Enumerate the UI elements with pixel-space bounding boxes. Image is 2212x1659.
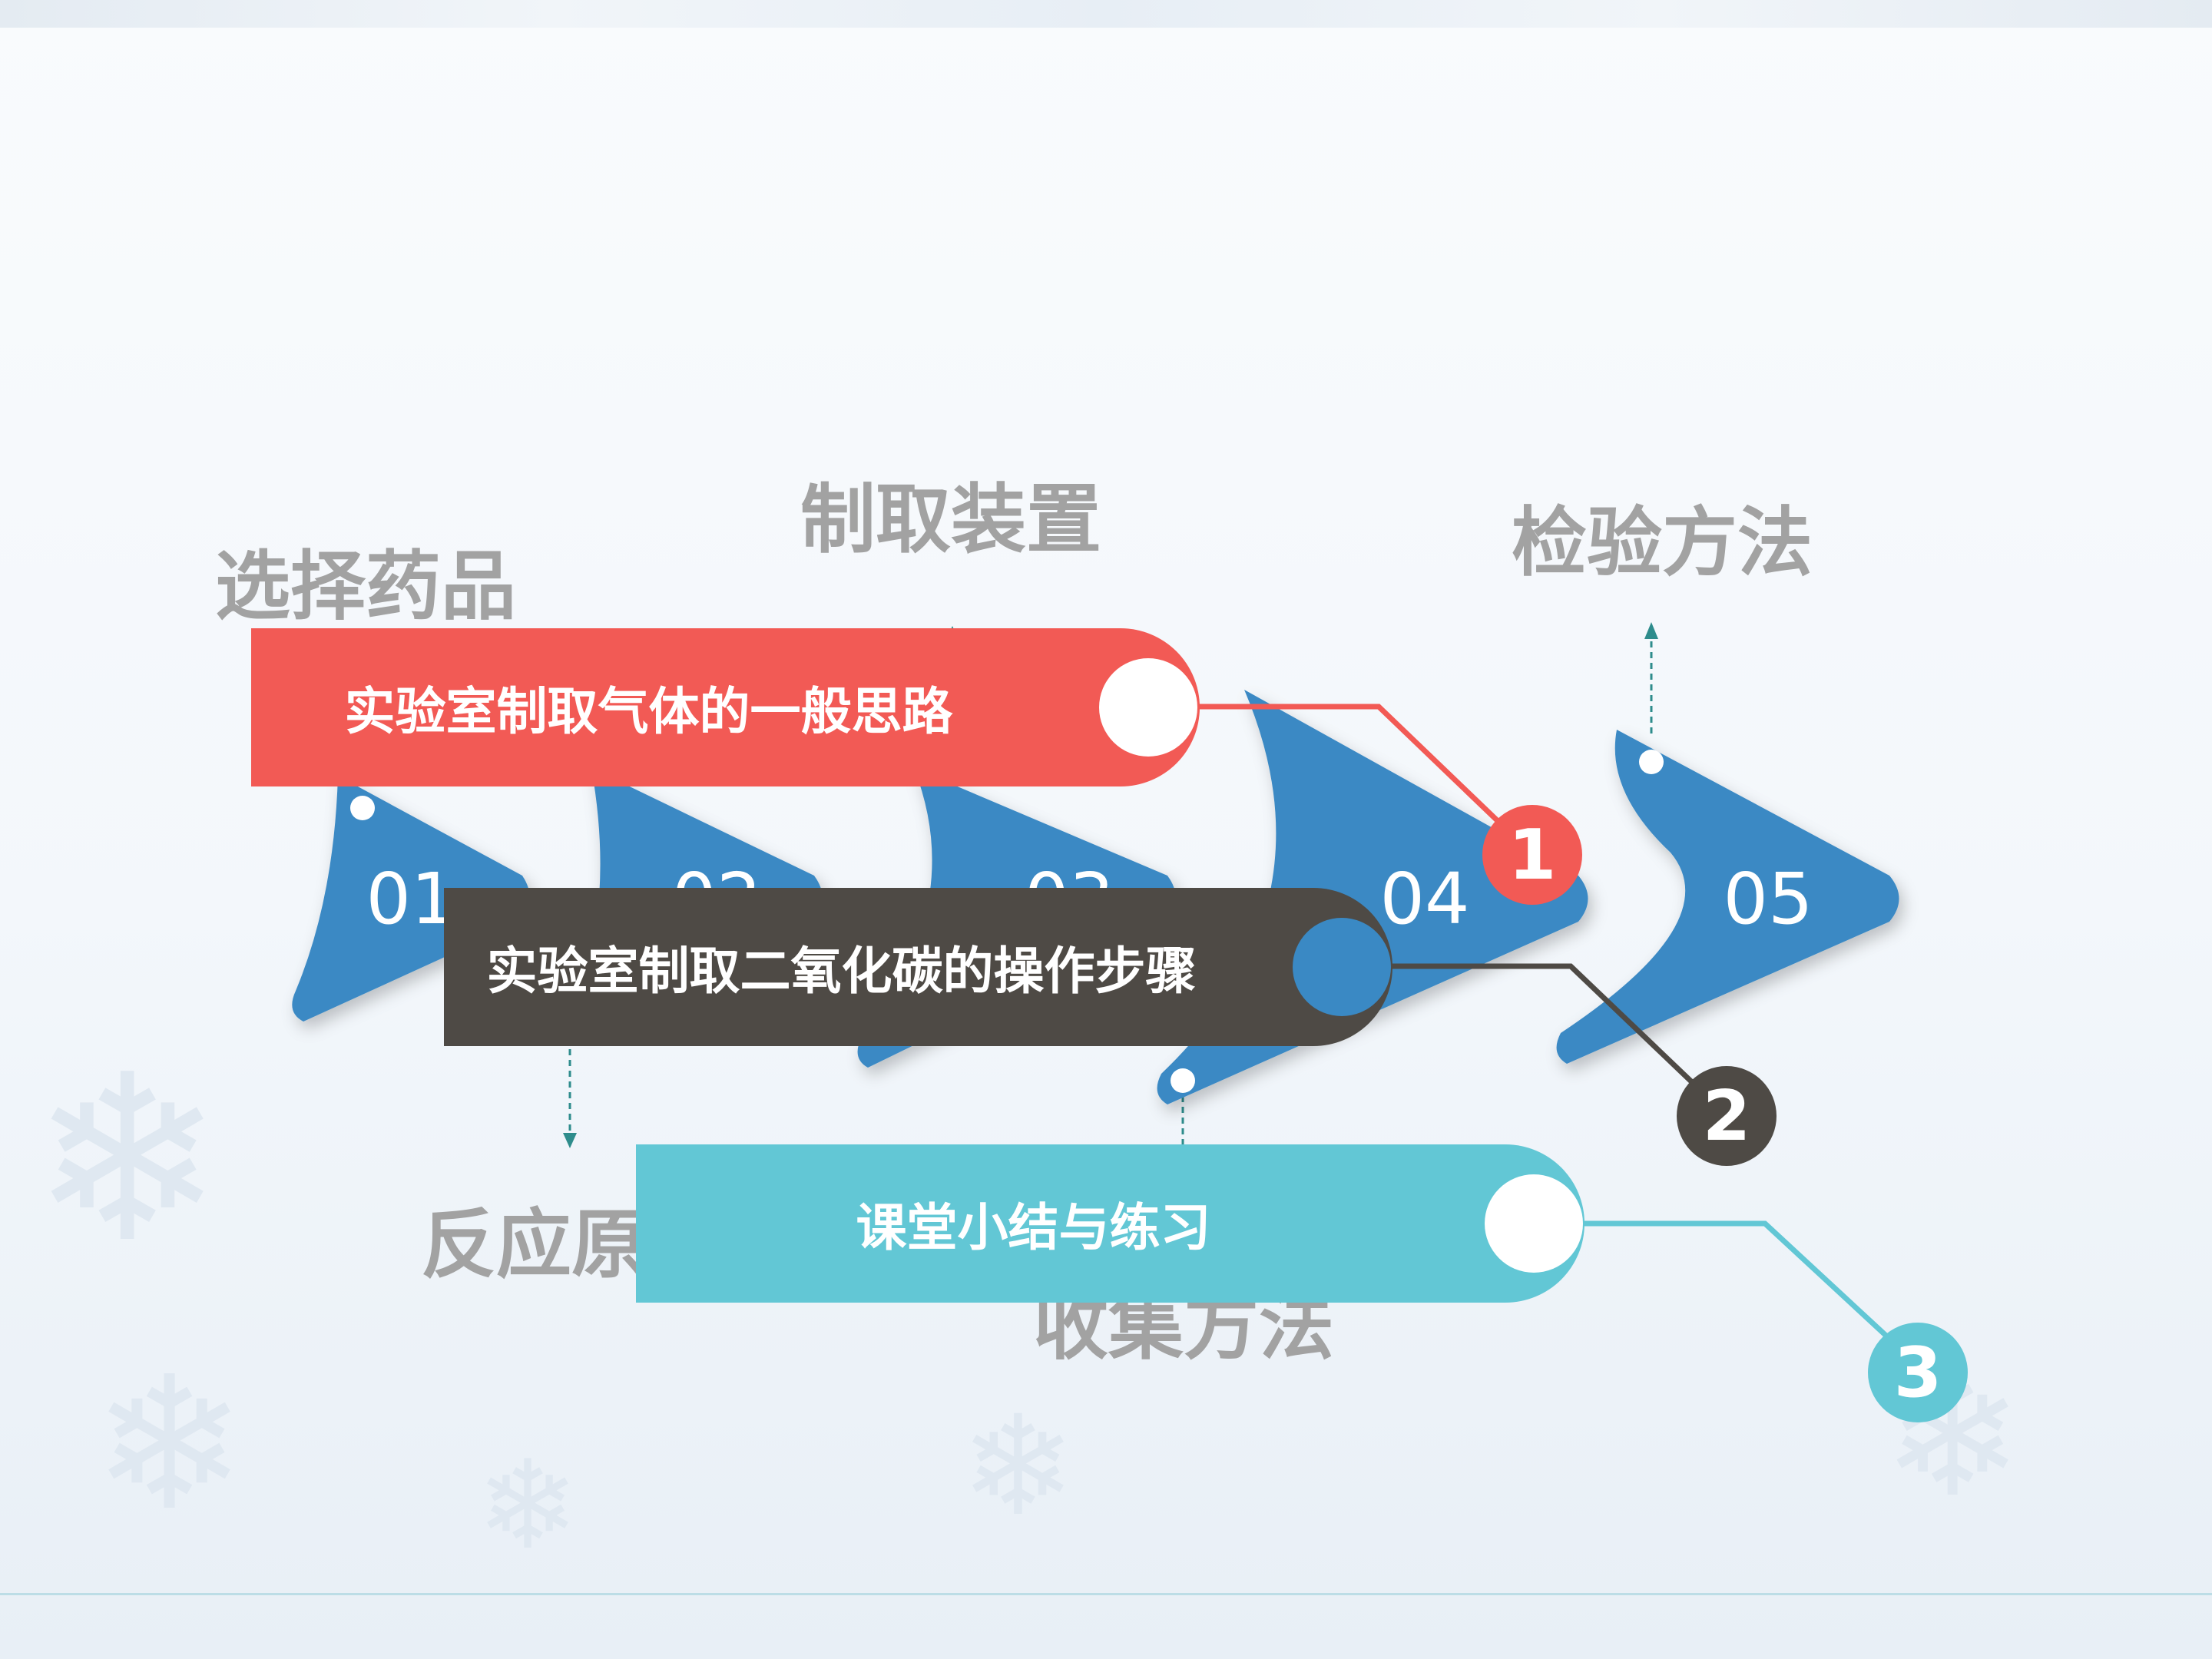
snowflake-icon: ❄: [476, 1433, 580, 1577]
step-number-05: 05: [1723, 858, 1813, 940]
banner-circle-1: [1099, 658, 1197, 757]
badge-3[interactable]: 3: [1868, 1323, 1968, 1422]
banner-general-approach-text: 实验室制取气体的一般思路: [344, 682, 953, 741]
banner-summary-practice-text: 课堂小结与练习: [856, 1198, 1211, 1257]
step-number-01: 01: [366, 858, 456, 940]
banner-co2-steps-text: 实验室制取二氧化碳的操作步骤: [486, 942, 1197, 1001]
banner-co2-steps[interactable]: 实验室制取二氧化碳的操作步骤: [444, 888, 1392, 1046]
snowflake-icon: ❄: [960, 1386, 1076, 1547]
step-label-03: 制取装置: [800, 476, 1102, 564]
bottom-divider: [0, 1593, 2212, 1595]
top-decorative-band: [0, 0, 2212, 28]
badge-1[interactable]: 1: [1482, 805, 1582, 905]
badge-2[interactable]: 2: [1677, 1066, 1777, 1166]
step-label-05: 检验方法: [1512, 499, 1813, 587]
banner-connectors: [1198, 704, 1922, 1369]
chevron-01: [292, 776, 530, 1022]
chevron-dots: [350, 750, 1664, 1093]
step-number-04: 04: [1379, 858, 1470, 940]
banner-general-approach[interactable]: 实验室制取气体的一般思路: [251, 628, 1200, 786]
chevron-05: [1556, 730, 1899, 1064]
chevron-dot: [1171, 1068, 1195, 1093]
snowflake-icon: ❄: [31, 1025, 224, 1293]
chevron-dot: [1639, 750, 1664, 774]
banner-summary-practice[interactable]: 课堂小结与练习: [636, 1144, 1584, 1303]
snowflake-icon: ❄: [92, 1336, 247, 1551]
banner-circle-2: [1293, 918, 1391, 1016]
chevron-dot: [350, 796, 375, 820]
banner-circle-3: [1485, 1174, 1583, 1273]
step-label-01: 选择药品: [215, 543, 517, 631]
